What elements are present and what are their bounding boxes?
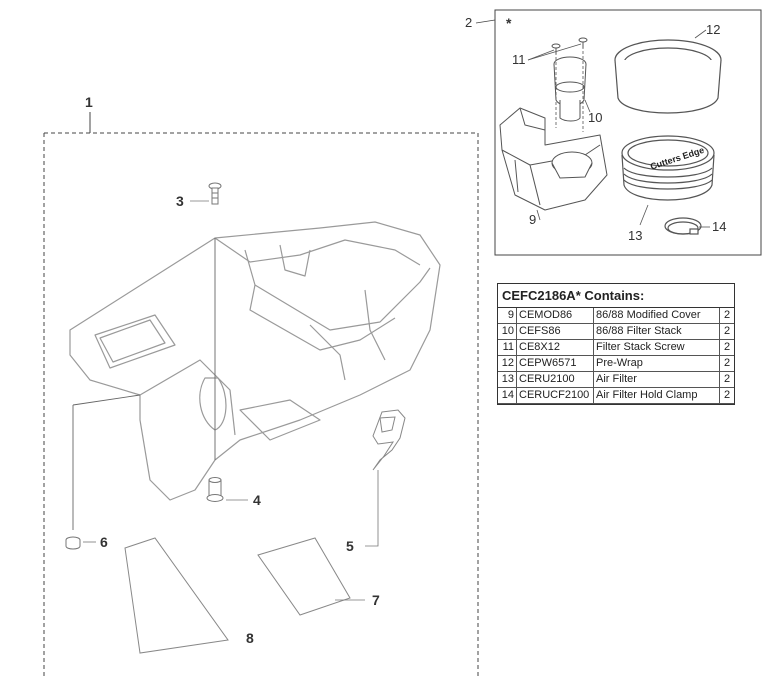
leader-5 <box>365 470 379 547</box>
air-filter-part-13 <box>621 135 715 201</box>
callout-14: 14 <box>712 219 726 234</box>
kit-item-number: 9 <box>498 308 517 324</box>
kit-quantity: 2 <box>719 387 734 404</box>
kit-part-number: CE8X12 <box>516 339 594 356</box>
leader-9 <box>536 209 541 221</box>
kit-description: Pre-Wrap <box>593 355 720 372</box>
leader-11b <box>527 43 582 61</box>
leader-2 <box>475 19 496 24</box>
callout-11: 11 <box>512 52 526 67</box>
kit-quantity: 2 <box>719 355 734 372</box>
callout-12: 12 <box>706 22 720 37</box>
kit-quantity: 2 <box>719 323 734 340</box>
screw-part-3 <box>208 182 222 205</box>
pad-part-7 <box>257 537 351 616</box>
kit-description: Air Filter <box>593 371 720 388</box>
callout-2: 2 <box>465 15 472 30</box>
pad-part-8 <box>124 537 229 654</box>
kit-item-number: 12 <box>498 355 517 372</box>
pre-wrap-part-12 <box>614 39 722 114</box>
kit-box <box>494 9 762 256</box>
kit-item-number: 11 <box>498 339 517 356</box>
asterisk-mark: * <box>506 15 512 31</box>
engine-cover-housing <box>69 221 441 501</box>
callout-6: 6 <box>100 534 108 550</box>
kit-description: 86/88 Modified Cover <box>593 308 720 324</box>
kit-description: Air Filter Hold Clamp <box>593 387 720 404</box>
kit-part-number: CEFS86 <box>516 323 594 340</box>
grommet-part-4 <box>206 477 224 502</box>
callout-8: 8 <box>246 630 254 646</box>
kit-quantity: 2 <box>719 339 734 356</box>
callout-5: 5 <box>346 538 354 554</box>
modified-cover-part-9 <box>499 107 608 211</box>
callout-10: 10 <box>588 110 602 125</box>
callout-4: 4 <box>253 492 261 508</box>
callout-9: 9 <box>529 212 536 227</box>
kit-table-title: CEFC2186A* Contains: <box>498 284 734 308</box>
filter-stack-part-10 <box>553 56 587 122</box>
grommet-part-6 <box>65 536 81 550</box>
centerline-grommet <box>72 394 141 406</box>
screws-part-11 <box>551 37 588 54</box>
kit-item-number: 10 <box>498 323 517 340</box>
clamp-part-14 <box>664 217 702 235</box>
callout-13: 13 <box>628 228 642 243</box>
kit-description: 86/88 Filter Stack <box>593 323 720 340</box>
kit-part-number: CERUCF2100 <box>516 387 594 404</box>
leader-10 <box>584 99 591 113</box>
kit-item-number: 14 <box>498 387 517 404</box>
leader-12 <box>694 29 707 39</box>
kit-quantity: 2 <box>719 371 734 388</box>
kit-item-number: 13 <box>498 371 517 388</box>
kit-part-number: CEMOD86 <box>516 308 594 324</box>
kit-description: Filter Stack Screw <box>593 339 720 356</box>
callout-7: 7 <box>372 592 380 608</box>
callout-3: 3 <box>176 193 184 209</box>
kit-part-number: CERU2100 <box>516 371 594 388</box>
assembly-boundary <box>43 132 479 678</box>
clip-part-5 <box>372 409 406 471</box>
kit-quantity: 2 <box>719 308 734 324</box>
leader-13 <box>639 204 649 226</box>
kit-part-number: CEPW6571 <box>516 355 594 372</box>
callout-1: 1 <box>85 94 93 110</box>
